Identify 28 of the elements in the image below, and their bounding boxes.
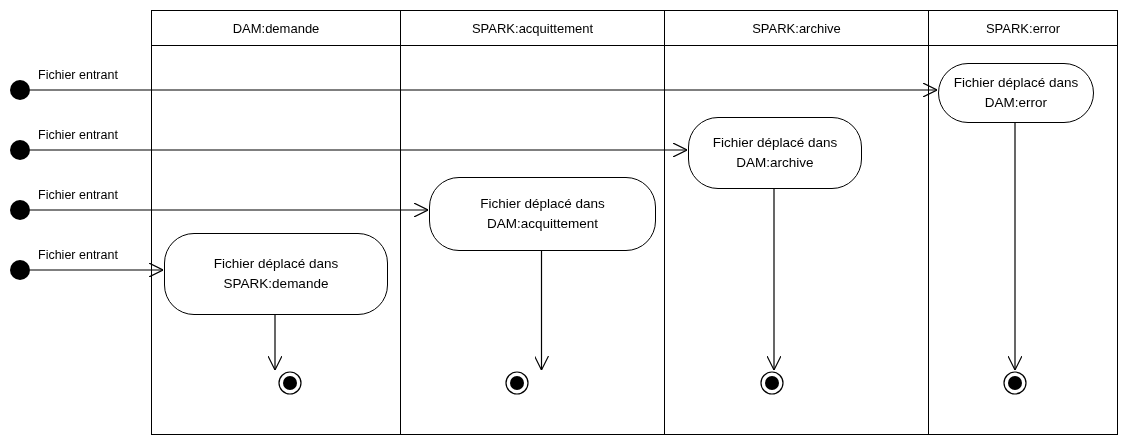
lane-title: SPARK:archive xyxy=(752,20,841,36)
node-label: Fichier entrant xyxy=(38,68,118,82)
arrow xyxy=(29,142,688,158)
lane-title: DAM:demande xyxy=(232,20,320,36)
swimlane xyxy=(151,10,401,435)
arrow xyxy=(29,82,938,98)
initial-node xyxy=(10,200,30,220)
node-label: Fichier entrant xyxy=(38,248,118,262)
activity-node: Fichier déplacé dans DAM:error xyxy=(938,63,1094,123)
initial-node xyxy=(10,260,30,280)
node-label: Fichier entrant xyxy=(38,188,118,202)
swimlane xyxy=(664,10,929,435)
lane-title: SPARK:error xyxy=(985,20,1061,36)
node-label: Fichier entrant xyxy=(38,128,118,142)
arrow xyxy=(1007,121,1023,371)
activity-node: Fichier déplacé dans SPARK:demande xyxy=(164,233,388,315)
arrow xyxy=(29,262,164,278)
activity-node: Fichier déplacé dans DAM:acquittement xyxy=(429,177,656,251)
initial-node xyxy=(10,140,30,160)
lane-title: SPARK:acquittement xyxy=(471,20,594,36)
arrow xyxy=(29,202,429,218)
initial-node xyxy=(10,80,30,100)
swimlane xyxy=(928,10,1118,435)
arrow xyxy=(766,187,782,371)
arrow xyxy=(267,313,283,371)
swimlane xyxy=(400,10,665,435)
arrow xyxy=(533,249,550,371)
activity-node: Fichier déplacé dans DAM:archive xyxy=(688,117,862,189)
